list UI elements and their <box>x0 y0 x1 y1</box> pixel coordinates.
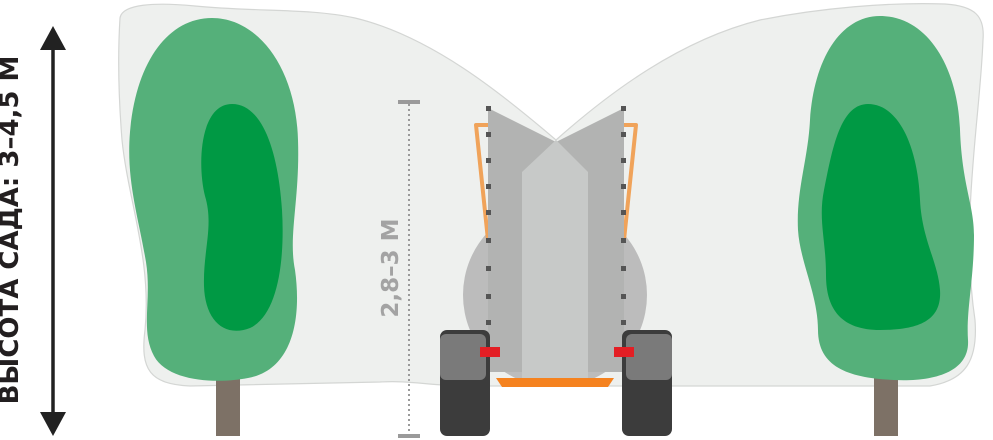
measure-cap-top <box>398 100 420 104</box>
sprayer-base <box>496 378 614 387</box>
arrow-down-icon <box>40 412 66 436</box>
arrow-up-icon <box>40 26 66 50</box>
tail-light-right <box>614 347 634 357</box>
garden-height-label: ВЫСОТА САДА: 3–4,5 М <box>0 56 25 405</box>
tree-crown-inner-right <box>821 104 941 330</box>
sprayer-height-label: 2,8–3 М <box>378 218 404 317</box>
garden-height-arrow <box>40 26 66 436</box>
nozzles-left <box>486 106 491 325</box>
frame-left <box>474 123 490 241</box>
sprayer-height-measure: 2,8–3 М <box>378 100 420 438</box>
wheel-left-light <box>440 334 486 380</box>
tree-right <box>797 16 974 436</box>
tail-light-left <box>480 347 500 357</box>
sprayer <box>440 106 672 436</box>
nozzles-right <box>621 106 626 325</box>
measure-cap-bottom <box>398 434 420 438</box>
tree-left <box>129 18 299 436</box>
wheel-right-light <box>626 334 672 380</box>
frame-right <box>622 123 638 241</box>
tree-crown-inner-left <box>201 104 283 331</box>
sprayer-tower <box>522 140 588 378</box>
